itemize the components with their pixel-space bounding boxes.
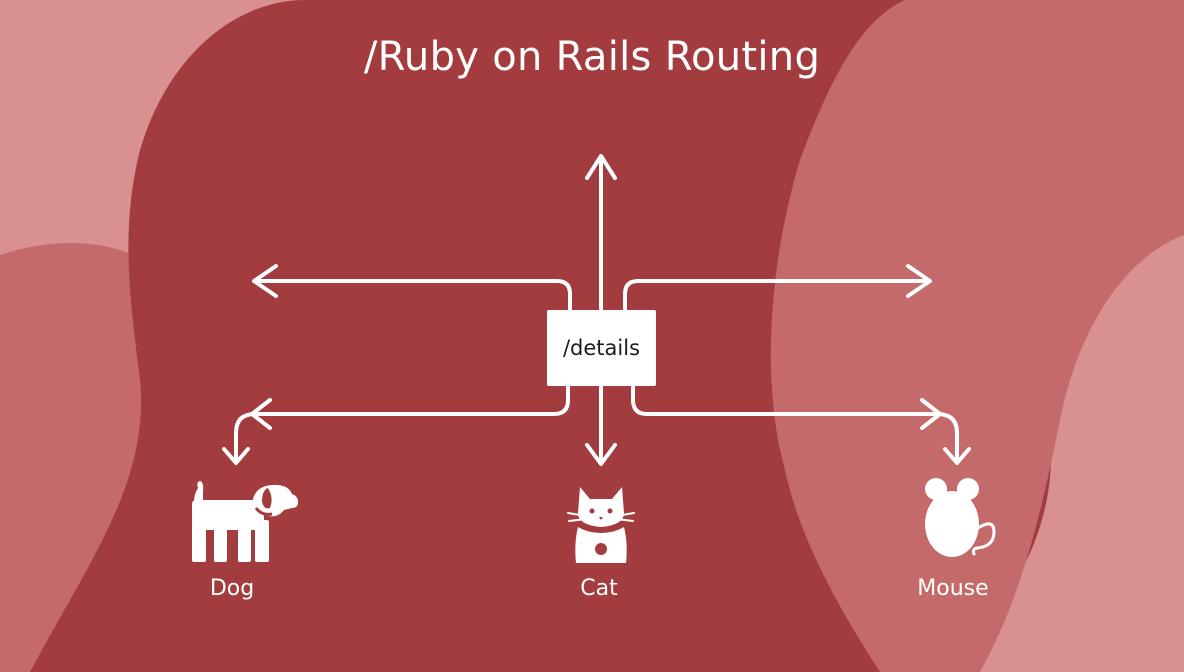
arrow-up	[585, 154, 617, 312]
mouse-icon	[925, 478, 996, 557]
arrow-to-dog	[222, 384, 570, 465]
cat-icon	[567, 487, 635, 563]
diagram-title: /Ruby on Rails Routing	[363, 34, 821, 80]
target-label-mouse: Mouse	[917, 576, 989, 601]
arrow-upper-right	[623, 264, 932, 312]
target-label-cat: Cat	[580, 576, 618, 601]
arrow-upper-left	[252, 264, 572, 312]
route-label: /details	[562, 336, 641, 360]
target-label-dog: Dog	[209, 576, 255, 601]
dog-icon	[192, 481, 298, 562]
route-node: /details	[547, 310, 656, 386]
arrow-to-mouse	[631, 384, 971, 465]
arrow-to-cat	[585, 384, 617, 466]
